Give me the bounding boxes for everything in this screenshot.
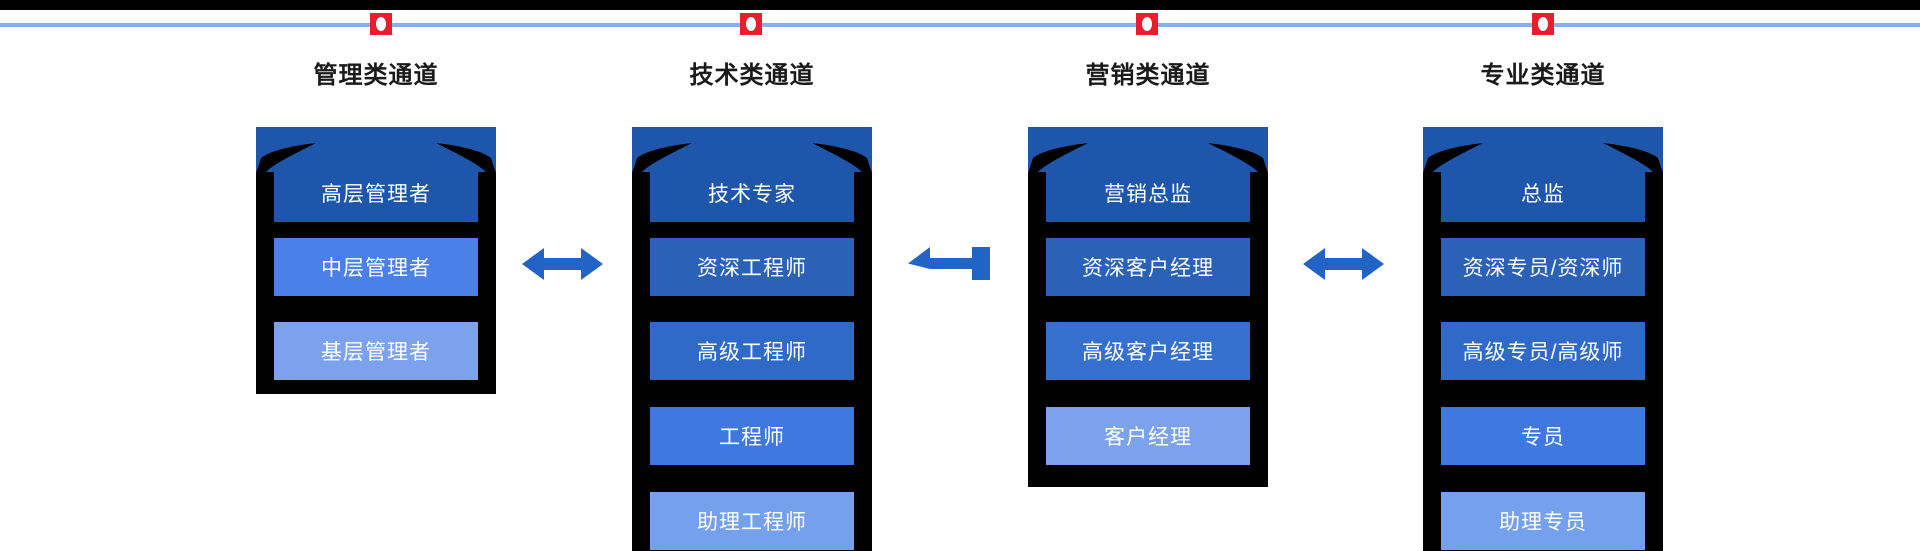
career-ladder-column-4: 专业类通道总监资深专员/资深师高级专员/高级师专员助理专员 (1423, 0, 1663, 551)
ladder-rail-right (1645, 172, 1663, 551)
level-box: 总监 (1441, 172, 1645, 222)
level-label: 高层管理者 (321, 183, 431, 206)
level-label: 营销总监 (1104, 183, 1192, 206)
timeline-marker-2 (740, 13, 762, 35)
level-box: 高级专员/高级师 (1441, 322, 1645, 380)
level-label: 基层管理者 (321, 341, 431, 364)
level-box: 资深专员/资深师 (1441, 238, 1645, 296)
level-box: 工程师 (650, 407, 854, 465)
ladder-rail-right (1250, 172, 1268, 487)
ladder-rail-right (854, 172, 872, 551)
timeline-marker-dot-icon (376, 17, 386, 31)
level-box: 技术专家 (650, 172, 854, 222)
ladder-rail-left (1423, 172, 1441, 551)
level-label: 助理工程师 (697, 511, 807, 534)
ladder-rail-left (632, 172, 650, 551)
level-label: 客户经理 (1104, 426, 1192, 449)
career-ladder-column-3: 营销类通道营销总监资深客户经理高级客户经理客户经理 (1028, 0, 1268, 551)
channel-title: 管理类通道 (313, 62, 439, 89)
ribbon-fold-icon (256, 143, 496, 173)
career-ladder-column-1: 管理类通道高层管理者中层管理者基层管理者 (256, 0, 496, 551)
left-arrow-with-block-icon (908, 247, 990, 280)
level-label: 总监 (1521, 183, 1565, 206)
level-box: 基层管理者 (274, 322, 478, 380)
level-box: 高级工程师 (650, 322, 854, 380)
level-box: 专员 (1441, 407, 1645, 465)
career-ladder-column-2: 技术类通道技术专家资深工程师高级工程师工程师助理工程师 (632, 0, 872, 551)
ladder-rail-right (478, 172, 496, 394)
level-box: 助理专员 (1441, 492, 1645, 550)
level-label: 资深客户经理 (1082, 257, 1214, 280)
level-box: 资深工程师 (650, 238, 854, 296)
level-label: 高级客户经理 (1082, 341, 1214, 364)
level-label: 高级工程师 (697, 341, 807, 364)
level-label: 工程师 (719, 426, 785, 449)
timeline-line (0, 23, 1920, 27)
level-box: 助理工程师 (650, 492, 854, 550)
timeline-marker-1 (370, 13, 392, 35)
level-label: 中层管理者 (321, 257, 431, 280)
level-label: 专员 (1521, 426, 1565, 449)
timeline-marker-dot-icon (1538, 17, 1548, 31)
ladder-rail-left (1028, 172, 1046, 487)
timeline-marker-dot-icon (1142, 17, 1152, 31)
double-headed-arrow-icon (1303, 248, 1384, 280)
ladder-rail-left (256, 172, 274, 394)
level-box: 中层管理者 (274, 238, 478, 296)
timeline-marker-3 (1136, 13, 1158, 35)
top-black-bar (0, 0, 1920, 10)
level-box: 营销总监 (1046, 172, 1250, 222)
ribbon-fold-icon (1423, 143, 1663, 173)
channel-title: 专业类通道 (1480, 62, 1606, 89)
level-box: 高层管理者 (274, 172, 478, 222)
level-box: 客户经理 (1046, 407, 1250, 465)
ribbon-fold-icon (632, 143, 872, 173)
double-headed-arrow-icon (522, 248, 603, 280)
level-label: 高级专员/高级师 (1462, 341, 1624, 364)
level-box: 高级客户经理 (1046, 322, 1250, 380)
channel-title: 营销类通道 (1085, 62, 1211, 89)
level-label: 技术专家 (708, 183, 796, 206)
level-box: 资深客户经理 (1046, 238, 1250, 296)
channel-title: 技术类通道 (689, 62, 815, 89)
level-label: 资深工程师 (697, 257, 807, 280)
level-label: 助理专员 (1499, 511, 1587, 534)
timeline-marker-4 (1532, 13, 1554, 35)
timeline-marker-dot-icon (746, 17, 756, 31)
level-label: 资深专员/资深师 (1462, 257, 1624, 280)
ribbon-fold-icon (1028, 143, 1268, 173)
